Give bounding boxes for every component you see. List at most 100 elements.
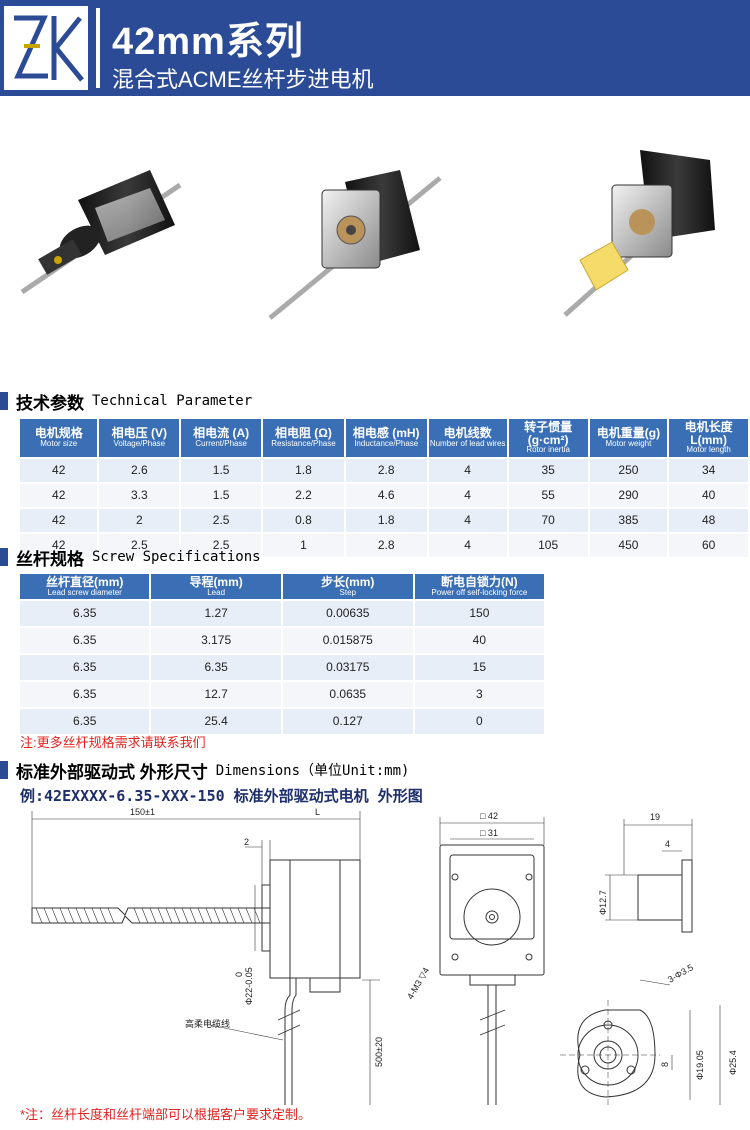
cell: 70 (508, 508, 588, 532)
cell: 40 (414, 627, 544, 653)
dim-label: 4-M3 ▽4 (405, 966, 431, 1001)
cell: 450 (589, 533, 668, 557)
cell: 0.127 (282, 708, 413, 734)
cell: 0.03175 (282, 654, 413, 680)
tech-title-en: Technical Parameter (92, 393, 253, 409)
cell: 2.8 (345, 458, 427, 482)
cell: 42 (20, 483, 98, 507)
tech-col-6: 转子惯量(g·cm²)Rotor inertia (508, 419, 588, 457)
dim-label: Φ12.7 (598, 890, 608, 915)
cell: 3.175 (151, 627, 281, 653)
cell: 1.5 (181, 483, 262, 507)
cell: 6.35 (20, 681, 150, 707)
tech-col-1: 相电压 (V)Voltage/Phase (99, 419, 180, 457)
cell: 2.2 (263, 483, 344, 507)
motor-photo-3 (563, 150, 715, 317)
cell: 34 (669, 458, 748, 482)
cell: 0 (414, 708, 544, 734)
cell: 2 (99, 508, 180, 532)
cell: 48 (669, 508, 748, 532)
cell: 385 (589, 508, 668, 532)
screw-note: 注:更多丝杆规格需求请联系我们 (20, 735, 206, 750)
page-subtitle: 混合式ACME丝杆步进电机 (112, 67, 374, 92)
cell: 2.5 (181, 508, 262, 532)
cell: 4 (428, 483, 507, 507)
dim-label: □ 31 (480, 828, 498, 838)
dims-example: 例:42EXXXX-6.35-XXX-150 标准外部驱动式电机 外形图 (20, 787, 423, 805)
cell: 55 (508, 483, 588, 507)
dims-section-heading: 标准外部驱动式 外形尺寸 Dimensions（单位Unit:mm) (0, 757, 409, 783)
tech-col-8: 电机长度L(mm)Motor length (669, 419, 748, 457)
dim-label: 4 (665, 839, 670, 849)
brand-logo (4, 6, 88, 90)
dims-title-zh: 标准外部驱动式 外形尺寸 (16, 762, 208, 782)
cell: 35 (508, 458, 588, 482)
cell: 2.5 (99, 533, 180, 557)
cell: 6.35 (20, 708, 150, 734)
tech-col-3: 相电阻 (Ω)Resistance/Phase (263, 419, 344, 457)
dim-label: 高柔电缆线 (185, 1018, 230, 1029)
cell: 0.0635 (282, 681, 413, 707)
cell: 3 (414, 681, 544, 707)
cell: 4 (428, 458, 507, 482)
cell: 42 (20, 533, 98, 557)
screw-section-heading: 丝杆规格 Screw Specifications (0, 544, 261, 570)
page-title: 42mm系列 (112, 21, 304, 63)
cell: 105 (508, 533, 588, 557)
screw-header-row: 丝杆直径(mm)Lead screw diameter 导程(mm)Lead 步… (20, 574, 544, 599)
cell: 6.35 (20, 627, 150, 653)
screw-title-zh: 丝杆规格 (16, 549, 84, 569)
dim-label: 3-Φ3.5 (666, 962, 695, 985)
header-banner: 42mm系列 混合式ACME丝杆步进电机 (0, 0, 750, 96)
dim-label: 8 (660, 1062, 670, 1067)
dim-label: 0 (234, 972, 244, 977)
cell: 3.3 (99, 483, 180, 507)
screw-col-3: 断电自锁力(N)Power off self-locking force (414, 574, 544, 599)
tech-col-4: 相电感 (mH)Inductance/Phase (345, 419, 427, 457)
cell: 1 (263, 533, 344, 557)
product-photos (20, 150, 715, 320)
cell: 150 (414, 600, 544, 626)
dim-label: 150±1 (130, 807, 155, 817)
dimension-drawing: 150±1 L 2 0 Φ22-0.05 高柔电缆线 500±20 □ 42 □… (31, 807, 738, 1105)
cell: 2.6 (99, 458, 180, 482)
section-marker (0, 548, 8, 566)
cell: 0.015875 (282, 627, 413, 653)
tech-section-heading: 技术参数 Technical Parameter (0, 388, 252, 414)
cell: 6.35 (151, 654, 281, 680)
screw-col-2: 步长(mm)Step (282, 574, 413, 599)
cell: 12.7 (151, 681, 281, 707)
screw-title-en: Screw Specifications (92, 549, 261, 565)
dim-label: 19 (650, 812, 660, 822)
cell: 6.35 (20, 654, 150, 680)
section-marker (0, 392, 8, 410)
cell: 25.4 (151, 708, 281, 734)
cell: 6.35 (20, 600, 150, 626)
cell: 1.27 (151, 600, 281, 626)
motor-photo-2 (268, 170, 442, 320)
screw-col-1: 导程(mm)Lead (151, 574, 281, 599)
cell: 4 (428, 533, 507, 557)
screw-col-0: 丝杆直径(mm)Lead screw diameter (20, 574, 150, 599)
tech-col-2: 相电流 (A)Current/Phase (181, 419, 262, 457)
cell: 0.00635 (282, 600, 413, 626)
dim-label: Φ25.4 (728, 1050, 738, 1075)
cell: 4.6 (345, 483, 427, 507)
cell: 42 (20, 458, 98, 482)
dims-title-en: Dimensions（单位Unit:mm) (215, 763, 410, 779)
cell: 15 (414, 654, 544, 680)
cell: 250 (589, 458, 668, 482)
dim-label: L (315, 807, 320, 817)
